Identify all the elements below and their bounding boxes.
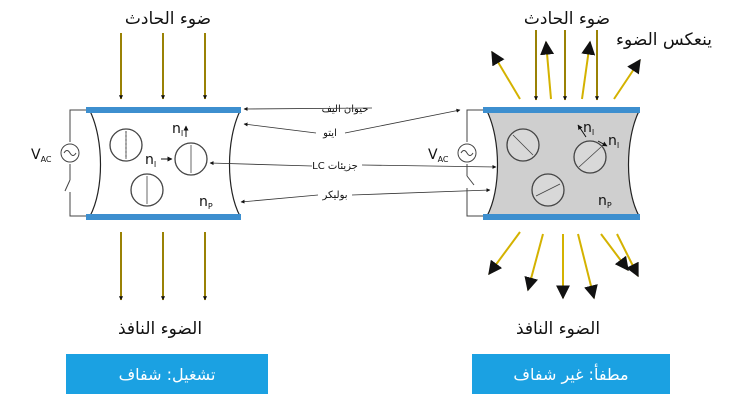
- pointer-polymer-left: [240, 194, 319, 204]
- right-incident-arrows: [533, 30, 600, 101]
- left-panel: ضوء الحادث nI nI n: [31, 9, 242, 339]
- pointer-ito-right: [344, 108, 461, 134]
- callout-lc: LC جزيئات: [312, 161, 358, 172]
- right-circuit-wire: [466, 109, 483, 217]
- left-incident-arrows: [118, 33, 208, 100]
- left-transmitted-label: الضوء النافذ: [118, 319, 202, 339]
- left-vac-label: VAC: [31, 147, 52, 164]
- right-incident-label: ضوء الحادث: [524, 9, 610, 29]
- left-bottom-electrode: [86, 214, 241, 220]
- right-n-parallel: nI: [583, 120, 594, 137]
- left-top-electrode: [86, 107, 241, 113]
- left-switch: [64, 179, 71, 192]
- reflected-ray: [540, 40, 555, 100]
- right-n-perp: nI: [608, 133, 619, 150]
- scattered-ray: [616, 233, 639, 278]
- left-droplet: [174, 142, 208, 176]
- right-bottom-electrode: [483, 214, 640, 220]
- right-n-p: nP: [598, 193, 612, 210]
- reflected-ray: [613, 58, 641, 100]
- right-scattered-arrows: [488, 231, 639, 300]
- scattered-ray: [600, 233, 629, 272]
- off-opaque-banner: مطفأ: غير شفاف: [472, 354, 670, 394]
- right-panel: ضوء الحادث ينعكس الضوء: [428, 9, 712, 339]
- left-droplet: [109, 128, 143, 162]
- right-lc-cell: [485, 110, 641, 217]
- on-transparent-label: تشغيل: شفاف: [118, 364, 216, 384]
- reflected-ray: [491, 50, 521, 100]
- right-switch: [466, 175, 475, 186]
- pointer-polymer-right: [351, 188, 491, 196]
- right-n-arrow-up: [577, 124, 587, 138]
- off-opaque-label: مطفأ: غير شفاف: [513, 364, 629, 384]
- on-transparent-banner: تشغيل: شفاف: [66, 354, 268, 394]
- reflected-ray: [581, 40, 596, 100]
- pointer-fiber-left: [243, 106, 373, 111]
- left-n-perp: nI: [145, 152, 156, 169]
- right-droplet: [573, 140, 607, 174]
- left-droplet: [130, 173, 164, 207]
- right-reflect-label: ينعكس الضوء: [616, 30, 712, 50]
- left-transmitted-arrows: [118, 232, 208, 301]
- scattered-ray: [524, 233, 544, 292]
- right-droplet: [531, 173, 565, 207]
- right-n-arrow-right: [597, 140, 608, 147]
- right-transmitted-label: الضوء النافذ: [516, 319, 600, 339]
- scattered-ray: [488, 231, 521, 276]
- left-n-p: nP: [199, 194, 213, 211]
- right-vac-label: VAC: [428, 147, 449, 164]
- pointer-ito-left: [243, 122, 317, 134]
- pointer-lc-left: [209, 161, 313, 167]
- right-droplet: [506, 128, 540, 162]
- callout-polymer: بوليكر: [321, 190, 347, 201]
- scattered-ray: [577, 233, 598, 300]
- right-reflected-arrows: [491, 40, 641, 100]
- right-top-electrode: [483, 107, 640, 113]
- left-n-parallel: nI: [172, 121, 183, 138]
- pointer-lc-right: [361, 164, 497, 169]
- callout-fiber: حيوان اليف: [322, 104, 369, 115]
- left-incident-label: ضوء الحادث: [125, 9, 211, 29]
- callout-ito: ايتو: [322, 128, 337, 139]
- left-circuit-wire: [69, 109, 86, 217]
- callouts: حيوان اليف ايتو LC جزيئات بوليكر: [209, 104, 497, 204]
